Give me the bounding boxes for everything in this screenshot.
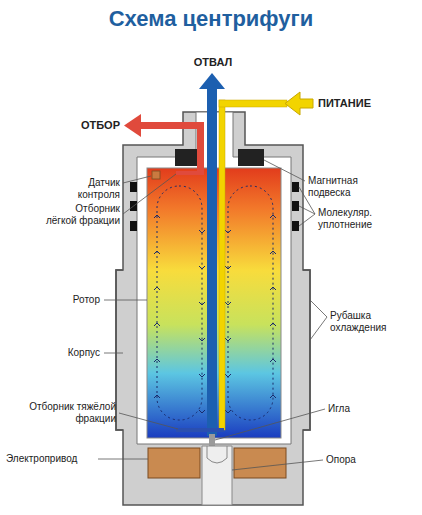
flow-chevron	[154, 215, 160, 218]
support-cup	[207, 446, 227, 463]
flow-loop	[157, 186, 202, 420]
molecular-seal	[130, 221, 137, 231]
feed-pipe	[219, 100, 225, 430]
leader-line	[299, 206, 315, 214]
flow-chevron	[225, 338, 231, 341]
flow-chevron	[270, 215, 276, 218]
flow-chevron	[270, 359, 276, 362]
flow-chevron	[225, 302, 231, 305]
control-sensor	[152, 171, 160, 179]
electric-drive	[148, 448, 200, 478]
part-label: Ротор	[40, 294, 100, 306]
flow-chevron	[225, 374, 231, 377]
flow-chevron	[270, 323, 276, 326]
flow-chevron	[154, 251, 160, 254]
part-label: ПИТАНИЕ	[318, 97, 398, 109]
molecular-seal	[292, 201, 299, 211]
flow-loop	[228, 186, 273, 420]
flow-chevron	[225, 266, 231, 269]
flow-chevron	[199, 302, 205, 305]
leader-line	[299, 214, 315, 226]
waste-pipe	[207, 86, 217, 436]
part-label: Отборник лёгкой фракции	[42, 203, 120, 227]
light-fraction-scoop	[176, 171, 204, 175]
output-arrow	[124, 114, 141, 137]
leader-line	[119, 413, 178, 429]
needle	[209, 434, 215, 446]
flow-chevron	[154, 287, 160, 290]
part-label: Опора	[326, 454, 386, 466]
flow-chevron	[270, 287, 276, 290]
light-fraction-pipe	[197, 122, 204, 174]
flow-chevron	[154, 359, 160, 362]
leader-line	[215, 409, 325, 440]
leader-line	[310, 300, 327, 317]
leader-line	[310, 317, 327, 340]
flow-chevron	[270, 251, 276, 254]
waste-arrow	[199, 73, 225, 89]
flow-chevron	[154, 395, 160, 398]
leader-line	[232, 460, 323, 470]
flow-chevron	[199, 410, 205, 413]
feed-arrow	[285, 92, 313, 115]
molecular-seal	[292, 221, 299, 231]
flow-chevron	[154, 323, 160, 326]
part-label: Молекуляр. уплотнение	[318, 207, 398, 231]
flow-chevron	[270, 395, 276, 398]
flow-chevron	[225, 230, 231, 233]
part-label: Датчик контроля	[58, 177, 120, 201]
magnetic-suspension	[238, 149, 264, 166]
feed-pipe	[219, 100, 287, 107]
part-label: Игла	[328, 403, 388, 415]
flow-chevron	[199, 266, 205, 269]
leader-line	[123, 176, 151, 183]
electric-drive	[234, 448, 286, 478]
flow-chevron	[199, 374, 205, 377]
leader-line	[123, 174, 176, 214]
molecular-seal	[292, 182, 299, 192]
flow-chevron	[199, 338, 205, 341]
support	[202, 446, 232, 505]
part-label: Корпус	[40, 347, 100, 359]
part-label: Электропривод	[6, 453, 96, 465]
light-fraction-pipe	[140, 122, 204, 129]
part-label: Рубашка охлаждения	[330, 310, 410, 334]
heavy-fraction-scoop	[176, 428, 224, 432]
leader-line	[104, 300, 147, 301]
diagram-title: Схема центрифуги	[0, 6, 422, 32]
flow-chevron	[199, 230, 205, 233]
leader-line	[104, 353, 123, 354]
leader-lines	[98, 160, 327, 470]
part-label: Отборник тяжёлой фракции	[28, 401, 116, 425]
leader-line	[98, 459, 148, 460]
flow-chevron	[225, 410, 231, 413]
molecular-seal	[130, 182, 137, 192]
part-label: ОТВАЛ	[177, 56, 249, 68]
leader-line	[264, 160, 305, 181]
part-label: ОТБОР	[60, 119, 120, 131]
part-label: Магнитная подвеска	[308, 175, 388, 199]
